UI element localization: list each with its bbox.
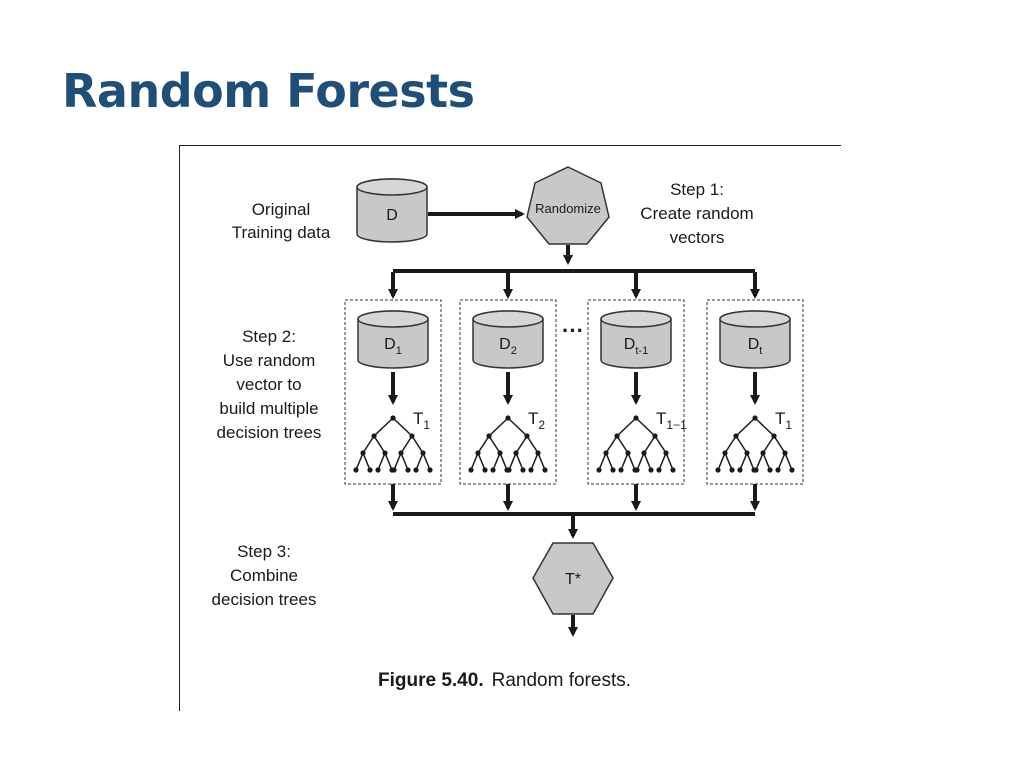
tree-label: T1	[413, 409, 430, 432]
tree-label-subscript: 1	[785, 418, 792, 432]
subset-data-cylinder: Dt-1	[600, 310, 672, 369]
original-data-cylinder: D	[356, 178, 428, 243]
step3-label-line1: Step 3:	[237, 542, 291, 561]
decision-tree-icon	[715, 415, 795, 473]
step1-label-line1: Step 1:	[670, 180, 724, 199]
subset-column: Dt-1T1−1	[587, 272, 687, 511]
subset-label-subscript: t	[759, 345, 762, 357]
figure-frame	[179, 145, 841, 711]
randomize-label: Randomize	[535, 201, 601, 216]
tree-label-subscript: 1−1	[666, 418, 687, 432]
caption-label: Figure 5.40.	[378, 670, 484, 691]
decision-tree-icon	[596, 415, 676, 473]
input-label-line2: Training data	[232, 223, 331, 242]
step1-label-line2: Create random	[640, 204, 753, 223]
step2-label-line4: build multiple	[219, 399, 318, 418]
combined-tree-label: T*	[565, 571, 581, 588]
step1-label-line3: vectors	[670, 228, 725, 247]
subset-label: Dt	[748, 336, 763, 357]
step2-label-line1: Step 2:	[242, 327, 296, 346]
decision-tree-icon	[353, 415, 433, 473]
step2-label-line2: Use random	[223, 351, 316, 370]
tree-label: T1−1	[656, 409, 687, 432]
tree-label: T1	[775, 409, 792, 432]
step3-label-line2: Combine	[230, 566, 298, 585]
input-label-line1: Original	[252, 200, 311, 219]
caption-text: Random forests.	[492, 670, 631, 691]
subset-data-cylinder: D1	[357, 310, 429, 369]
combined-tree-node: T*	[532, 542, 614, 615]
slide-title: Random Forests	[62, 64, 475, 118]
tree-label-subscript: 1	[423, 418, 430, 432]
ellipsis: ···	[562, 318, 584, 343]
subset-label-subscript: 2	[511, 345, 517, 357]
step2-label-line5: decision trees	[217, 423, 322, 442]
tree-label: T2	[528, 409, 545, 432]
subset-label-subscript: t-1	[635, 345, 648, 357]
figure-caption: Figure 5.40. Random forests.	[378, 670, 631, 691]
randomize-node: Randomize	[526, 166, 610, 245]
step2-label-line3: vector to	[236, 375, 301, 394]
original-data-label: D	[386, 207, 398, 224]
subset-data-cylinder: D2	[472, 310, 544, 369]
step3-label-line3: decision trees	[212, 590, 317, 609]
decision-tree-icon	[468, 415, 548, 473]
subset-label-subscript: 1	[396, 345, 402, 357]
tree-label-subscript: 2	[538, 418, 545, 432]
subset-data-cylinder: Dt	[719, 310, 791, 369]
